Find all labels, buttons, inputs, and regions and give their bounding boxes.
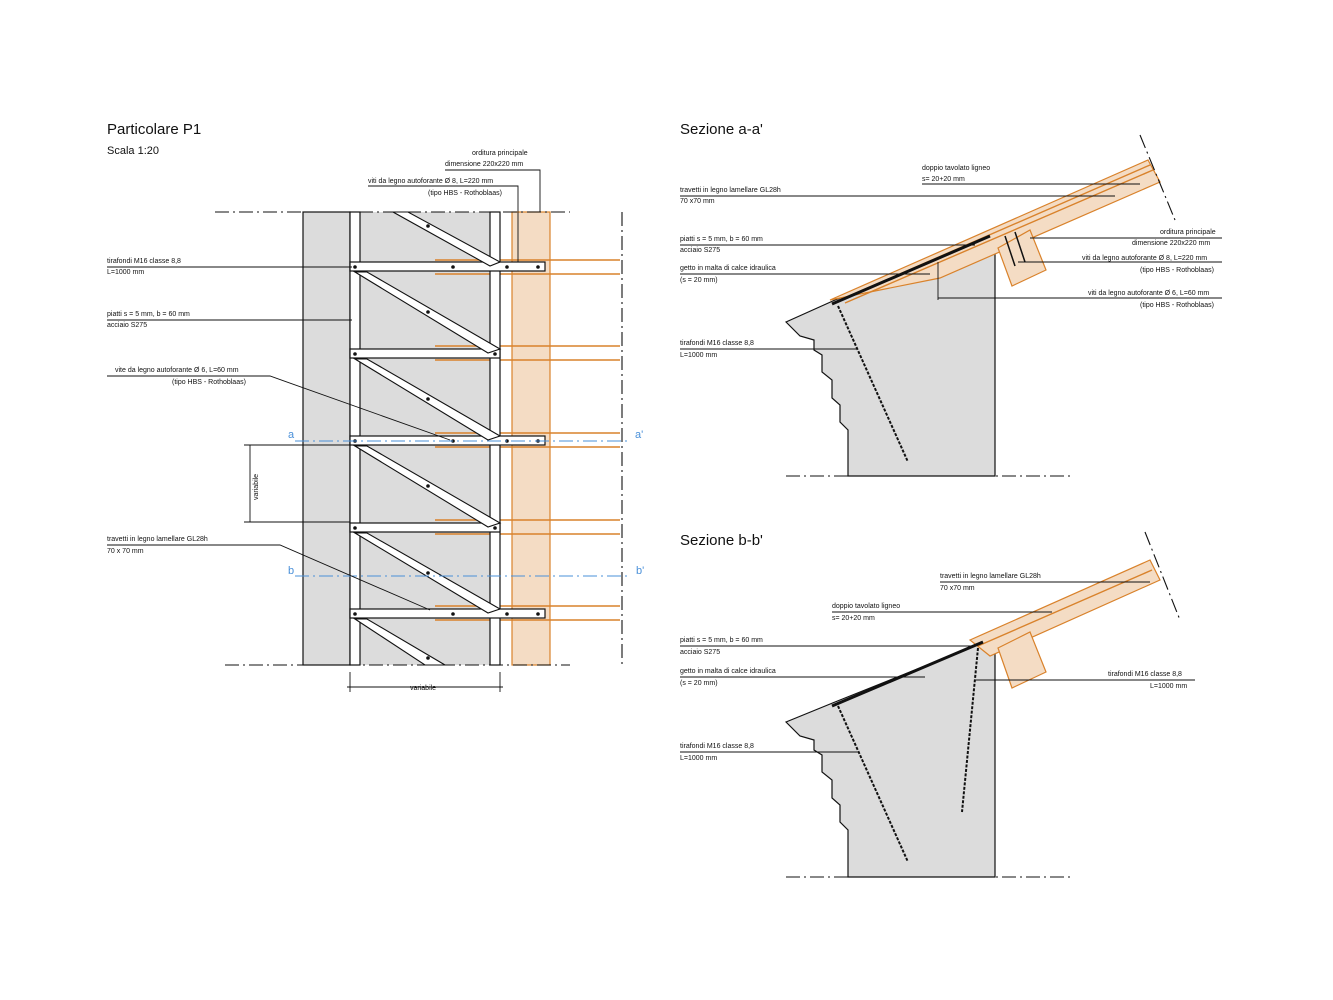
svg-text:travetti in legno lamellare GL: travetti in legno lamellare GL28h	[940, 573, 1041, 580]
svg-text:doppio tavolato ligneo: doppio tavolato ligneo	[832, 603, 900, 610]
svg-text:acciaio S275: acciaio S275	[680, 649, 720, 656]
svg-text:viti da legno autoforante Ø 8,: viti da legno autoforante Ø 8, L=220 mm	[1082, 255, 1207, 262]
anchor-a	[837, 305, 909, 463]
section-a-leaders: doppio tavolato ligneo s= 20+20 mm trave…	[680, 165, 1222, 359]
svg-text:orditura principale: orditura principale	[1160, 229, 1216, 236]
svg-text:(tipo HBS - Rothoblaas): (tipo HBS - Rothoblaas)	[428, 190, 502, 197]
rafter-a	[829, 159, 1161, 301]
plate-b	[831, 640, 984, 708]
svg-text:variabile: variabile	[410, 685, 436, 692]
svg-text:(s = 20 mm): (s = 20 mm)	[680, 680, 718, 687]
bolt-dots	[353, 224, 540, 660]
svg-text:vite da legno autoforante Ø 6,: vite da legno autoforante Ø 6, L=60 mm	[115, 367, 239, 374]
dimension-horizontal: variabile	[347, 672, 503, 692]
dimension-vertical: variabile	[244, 444, 350, 523]
svg-text:L=1000 mm: L=1000 mm	[680, 755, 717, 762]
svg-text:dimensione 220x220 mm: dimensione 220x220 mm	[1132, 240, 1210, 247]
svg-text:70 x70 mm: 70 x70 mm	[680, 198, 715, 205]
anchor-b-2	[961, 647, 979, 813]
section-b-left: b	[288, 565, 294, 577]
svg-text:(tipo HBS - Rothoblaas): (tipo HBS - Rothoblaas)	[172, 379, 246, 386]
svg-text:orditura principale: orditura principale	[472, 150, 528, 157]
svg-text:(s = 20 mm): (s = 20 mm)	[680, 277, 718, 284]
svg-text:travetti in legno lamellare GL: travetti in legno lamellare GL28h	[680, 187, 781, 194]
svg-text:tirafondi M16 classe 8,8: tirafondi M16 classe 8,8	[680, 743, 754, 750]
detail-leaders: orditura principale dimensione 220x220 m…	[107, 150, 541, 611]
detail-title: Particolare P1	[107, 121, 201, 138]
svg-text:70 x70 mm: 70 x70 mm	[940, 585, 975, 592]
purlin-b	[997, 631, 1047, 689]
svg-text:tirafondi M16 classe 8,8: tirafondi M16 classe 8,8	[680, 340, 754, 347]
section-a-right: a'	[635, 429, 643, 441]
svg-text:tirafondi M16 classe 8,8: tirafondi M16 classe 8,8	[107, 258, 181, 265]
svg-text:70 x 70 mm: 70 x 70 mm	[107, 548, 144, 555]
detail-p1: Particolare P1 Scala 1:20	[107, 121, 644, 692]
svg-text:variabile: variabile	[253, 474, 260, 500]
section-a-left: a	[288, 429, 295, 441]
purlin-a	[997, 229, 1047, 287]
section-b-view: Sezione b-b' travetti in legno lamellare…	[680, 531, 1195, 878]
svg-text:viti da legno autoforante Ø 6,: viti da legno autoforante Ø 6, L=60 mm	[1088, 290, 1209, 297]
section-a-title: Sezione a-a'	[680, 121, 763, 138]
svg-text:acciaio S275: acciaio S275	[107, 322, 147, 329]
svg-text:s= 20+20 mm: s= 20+20 mm	[922, 176, 965, 183]
svg-text:s= 20+20 mm: s= 20+20 mm	[832, 615, 875, 622]
plate-a	[831, 234, 991, 306]
detail-scale: Scala 1:20	[107, 145, 159, 157]
svg-text:piatti s = 5 mm, b = 60 mm: piatti s = 5 mm, b = 60 mm	[107, 311, 190, 318]
svg-text:getto in malta di calce idraul: getto in malta di calce idraulica	[680, 265, 776, 272]
svg-text:viti da legno autoforante Ø 8,: viti da legno autoforante Ø 8, L=220 mm	[368, 178, 493, 185]
svg-text:piatti s = 5 mm, b = 60 mm: piatti s = 5 mm, b = 60 mm	[680, 637, 763, 644]
svg-text:acciaio S275: acciaio S275	[680, 247, 720, 254]
svg-text:tirafondi M16 classe 8,8: tirafondi M16 classe 8,8	[1108, 671, 1182, 678]
svg-text:travetti in legno lamellare GL: travetti in legno lamellare GL28h	[107, 536, 208, 543]
cornice-a	[784, 239, 996, 477]
rafters	[435, 259, 620, 621]
svg-text:L=1000 mm: L=1000 mm	[1150, 683, 1187, 690]
svg-text:(tipo HBS - Rothoblaas): (tipo HBS - Rothoblaas)	[1140, 267, 1214, 274]
wall-strip	[302, 211, 351, 666]
section-b-leaders: travetti in legno lamellare GL28h 70 x70…	[680, 573, 1195, 762]
svg-text:getto in malta di calce idraul: getto in malta di calce idraulica	[680, 668, 776, 675]
section-a-view: Sezione a-a' doppio tavolato ligneo s= 2…	[680, 121, 1222, 477]
svg-text:(tipo HBS - Rothoblaas): (tipo HBS - Rothoblaas)	[1140, 302, 1214, 309]
section-b-right: b'	[636, 565, 644, 577]
cornice-b	[784, 637, 996, 878]
svg-text:L=1000 mm: L=1000 mm	[680, 352, 717, 359]
section-b-title: Sezione b-b'	[680, 532, 763, 549]
anchor-b-1	[837, 705, 909, 863]
svg-text:piatti s = 5 mm, b = 60 mm: piatti s = 5 mm, b = 60 mm	[680, 236, 763, 243]
svg-text:doppio tavolato ligneo: doppio tavolato ligneo	[922, 165, 990, 172]
svg-text:dimensione 220x220 mm: dimensione 220x220 mm	[445, 161, 523, 168]
svg-text:L=1000 mm: L=1000 mm	[107, 269, 144, 276]
